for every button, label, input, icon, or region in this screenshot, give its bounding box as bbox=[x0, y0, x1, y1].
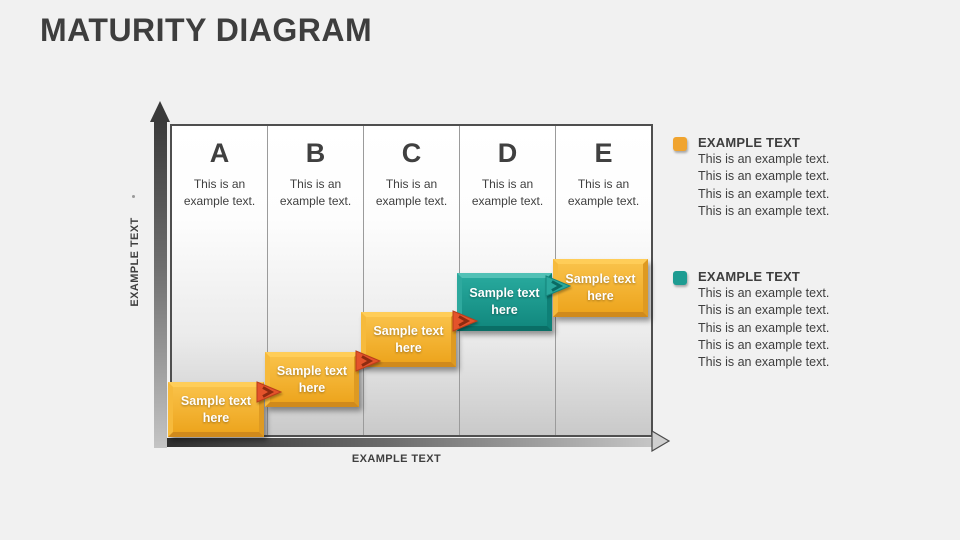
step-box-e: Sample text here bbox=[553, 259, 648, 317]
legend-title: EXAMPLE TEXT bbox=[698, 269, 801, 284]
legend-lines: This is an example text. This is an exam… bbox=[698, 285, 829, 371]
column-description: This is an example text. bbox=[567, 177, 640, 209]
column-description: This is an example text. bbox=[279, 177, 352, 209]
step-label: Sample text here bbox=[180, 393, 252, 425]
legend-swatch-orange bbox=[673, 137, 687, 151]
column-letter: A bbox=[209, 138, 230, 168]
column-b: B This is an example text. bbox=[268, 126, 364, 435]
x-axis-arrow-icon bbox=[651, 430, 671, 452]
column-a: A This is an example text. bbox=[172, 126, 268, 435]
step-box-c: Sample text here bbox=[361, 312, 456, 367]
legend-swatch-teal bbox=[673, 271, 687, 285]
column-d: D This is an example text. bbox=[460, 126, 556, 435]
step-label: Sample text here bbox=[373, 323, 444, 355]
legend-line: This is an example text. bbox=[698, 152, 830, 166]
legend-line: This is an example text. bbox=[698, 337, 830, 352]
x-axis-line bbox=[167, 438, 654, 447]
legend-line: This is an example text. bbox=[698, 320, 830, 335]
column-description: This is an example text. bbox=[183, 177, 256, 209]
x-axis-label: EXAMPLE TEXT bbox=[351, 453, 442, 465]
column-description: This is an example text. bbox=[471, 177, 544, 209]
column-letter: B bbox=[305, 138, 326, 168]
column-e: E This is an example text. bbox=[556, 126, 651, 435]
connector-arrow-icon bbox=[355, 350, 381, 372]
step-box-b: Sample text here bbox=[265, 352, 359, 407]
column-c: C This is an example text. bbox=[364, 126, 460, 435]
legend-line: This is an example text. bbox=[698, 169, 830, 184]
legend-lines: This is an example text. This is an exam… bbox=[698, 151, 829, 220]
connector-arrow-teal-icon bbox=[545, 275, 571, 297]
legend-line: This is an example text. bbox=[698, 186, 830, 201]
legend-line: This is an example text. bbox=[698, 355, 830, 370]
legend-title: EXAMPLE TEXT bbox=[698, 135, 801, 150]
step-label: Sample text here bbox=[469, 286, 540, 317]
connector-arrow-icon bbox=[452, 310, 478, 332]
artifact-dot bbox=[132, 195, 135, 198]
legend-line: This is an example text. bbox=[698, 203, 830, 218]
step-label: Sample text here bbox=[565, 272, 636, 303]
column-letter: E bbox=[594, 138, 613, 168]
y-axis-label: EXAMPLE TEXT bbox=[129, 217, 141, 307]
step-label: Sample text here bbox=[276, 363, 348, 395]
column-description: This is an example text. bbox=[375, 177, 448, 209]
y-axis-line bbox=[154, 121, 167, 448]
step-box-a: Sample text here bbox=[168, 382, 264, 437]
legend-line: This is an example text. bbox=[698, 303, 830, 318]
column-letter: D bbox=[497, 138, 518, 168]
connector-arrow-icon bbox=[256, 381, 282, 403]
column-letter: C bbox=[401, 138, 422, 168]
step-box-d: Sample text here bbox=[457, 273, 552, 331]
y-axis-arrow-icon bbox=[150, 101, 170, 122]
slide-title: MATURITY DIAGRAM bbox=[40, 12, 373, 48]
legend-line: This is an example text. bbox=[698, 286, 830, 300]
